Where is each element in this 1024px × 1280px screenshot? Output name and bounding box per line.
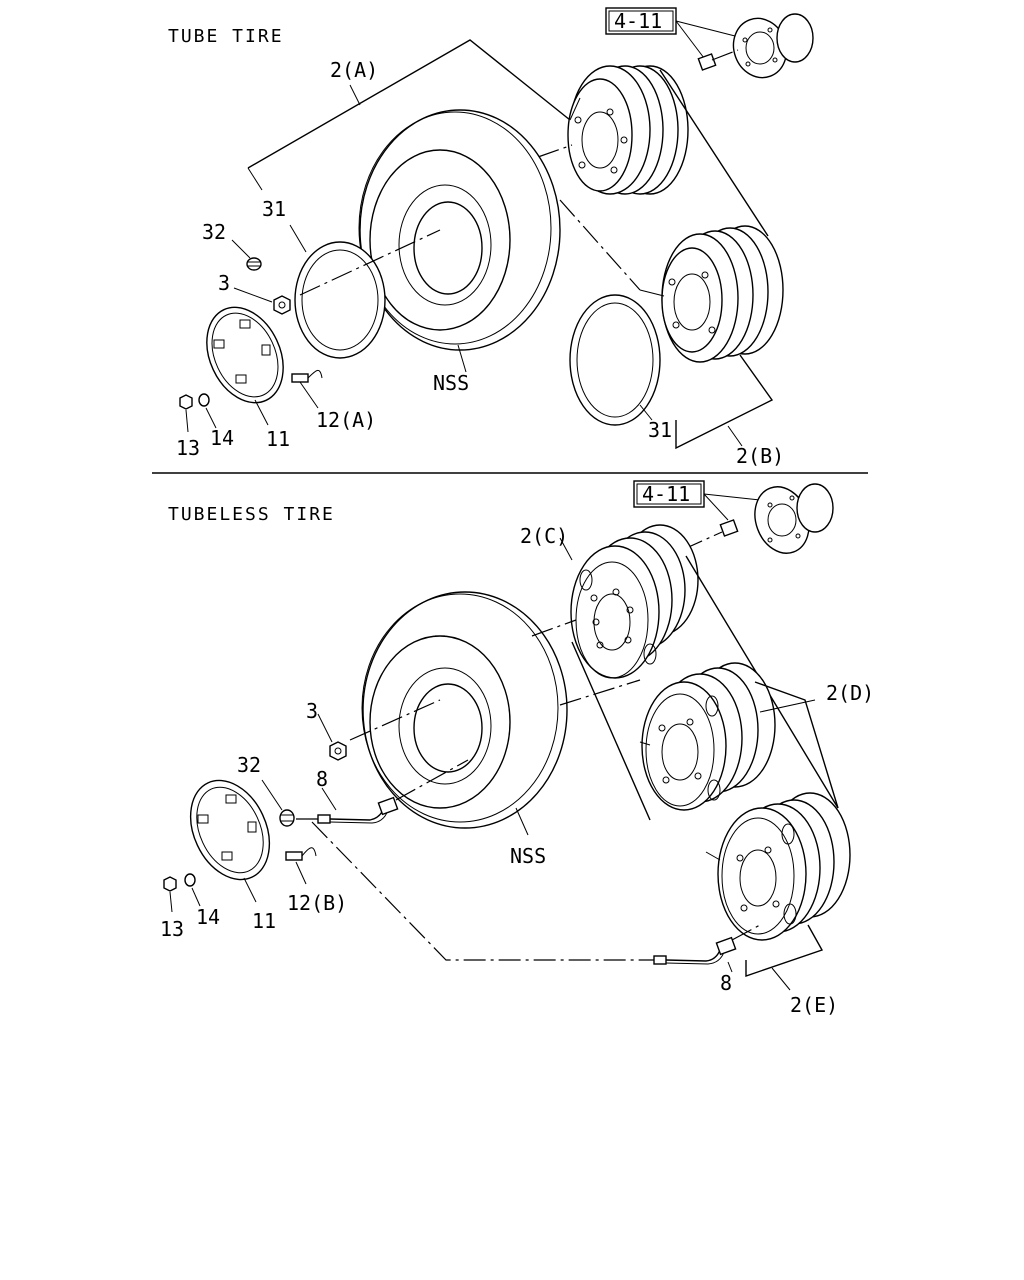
label-tire-tubeless: NSS (510, 844, 546, 868)
wheel-tubeless-e[interactable] (717, 792, 851, 941)
label-14-tube: 14 (210, 426, 234, 450)
label-32-tube: 32 (202, 220, 226, 244)
label-12A: 12(A) (316, 408, 376, 432)
cap-tubeless[interactable] (279, 809, 295, 827)
label-13-tube: 13 (176, 436, 200, 460)
label-14-tubeless: 14 (196, 905, 220, 929)
label-2B: 2(B) (736, 444, 784, 468)
label-2D: 2(D) (826, 681, 874, 705)
label-11-tube: 11 (266, 427, 290, 451)
label-tire-tube: NSS (433, 371, 469, 395)
wheel-tubeless-c[interactable] (570, 524, 699, 679)
label-3-tubeless: 3 (306, 699, 318, 723)
valve-extension-lower[interactable] (653, 936, 737, 965)
small-nut-tubeless[interactable] (163, 876, 177, 892)
cap-tube[interactable] (246, 257, 262, 271)
ref-box-tubeless-label: 4-11 (642, 482, 690, 506)
tubeless-tire-section: TUBELESS TIRE 4-11 (160, 480, 874, 1017)
label-32-tubeless: 32 (237, 753, 261, 777)
small-nut-tube[interactable] (179, 394, 193, 410)
cover-tubeless[interactable] (175, 768, 284, 893)
cover-tube[interactable] (192, 295, 298, 415)
ref-box-tubeless[interactable]: 4-11 (633, 480, 705, 508)
flap-tube-rear[interactable] (569, 294, 661, 426)
ref-box-tube[interactable]: 4-11 (605, 7, 677, 35)
label-13-tubeless: 13 (160, 917, 184, 941)
tire-tubeless[interactable] (361, 591, 568, 829)
bolt-tubeless[interactable] (285, 847, 317, 861)
label-3-tube: 3 (218, 271, 230, 295)
label-2A: 2(A) (330, 58, 378, 82)
label-31-front: 31 (262, 197, 286, 221)
hub-tubeless (754, 483, 834, 554)
tube-tire-section: TUBE TIRE 4-11 2(A) (168, 7, 814, 468)
label-8-upper: 8 (316, 767, 328, 791)
label-2C: 2(C) (520, 524, 568, 548)
label-12B: 12(B) (287, 891, 347, 915)
flap-tube-front[interactable] (294, 241, 386, 359)
washer-tube[interactable] (198, 393, 210, 407)
wheel-tubeless-d[interactable] (641, 662, 776, 811)
label-2E: 2(E) (790, 993, 838, 1017)
nut-tube[interactable] (273, 295, 291, 315)
washer-tubeless[interactable] (184, 873, 196, 887)
tire-tube[interactable] (358, 109, 561, 351)
label-31-rear: 31 (648, 418, 672, 442)
ref-box-tube-label: 4-11 (614, 9, 662, 33)
bolt-tube[interactable] (291, 370, 323, 383)
hub-stud-tube (697, 49, 739, 71)
wheel-lower-tube[interactable] (661, 225, 784, 363)
tube-tire-heading: TUBE TIRE (168, 26, 284, 47)
tubeless-tire-heading: TUBELESS TIRE (168, 504, 335, 525)
nut-tubeless[interactable] (329, 741, 347, 761)
valve-extension-upper[interactable] (296, 796, 399, 824)
wheel-upper-tube[interactable] (567, 65, 689, 195)
hub-tube (732, 13, 814, 79)
label-11-tubeless: 11 (252, 909, 276, 933)
label-8-lower: 8 (720, 971, 732, 995)
hub-stud-tubeless (719, 519, 739, 537)
